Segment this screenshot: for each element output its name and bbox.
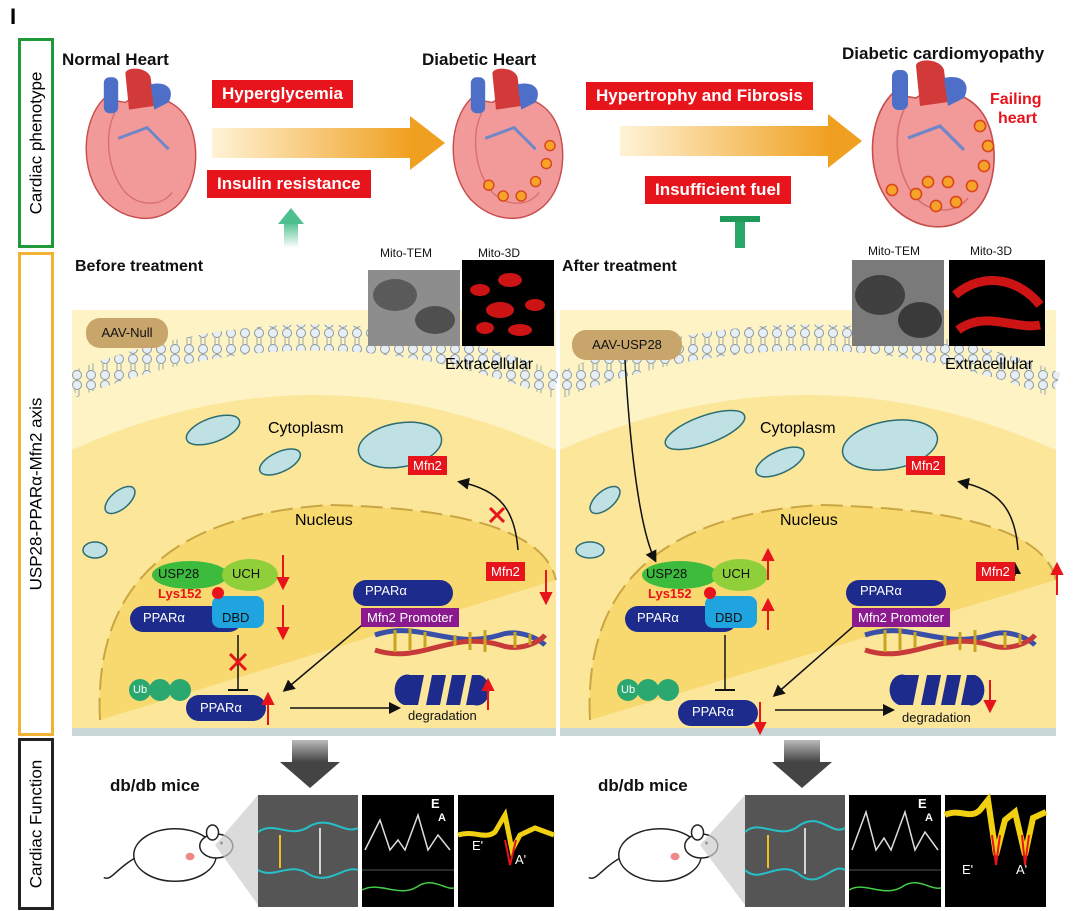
right-doppler-echo xyxy=(848,795,942,907)
before-ppara-label: PPARα xyxy=(143,610,185,625)
after-lys152-label: Lys152 xyxy=(648,586,692,601)
after-ub-label: Ub xyxy=(621,684,636,696)
mechanism-graphics xyxy=(67,260,1064,736)
after-mito-tem-image xyxy=(852,260,944,346)
green-up-arrow xyxy=(278,208,304,248)
left-mouse-image xyxy=(103,824,234,882)
failing-heart-image xyxy=(870,58,996,229)
aav-usp28-pill: AAV-USP28 xyxy=(572,330,682,360)
panel-letter: I xyxy=(10,4,17,29)
before-lys152-label: Lys152 xyxy=(158,586,202,601)
before-mito-tem-image xyxy=(368,270,460,346)
before-uch-label: UCH xyxy=(232,566,261,581)
right-tissue-doppler xyxy=(943,792,1048,907)
hypertrophy-label: Hypertrophy and Fibrosis xyxy=(586,82,813,110)
left-tissue-doppler xyxy=(457,795,555,907)
after-ppara-promoter-label: PPARα xyxy=(860,583,902,598)
heart-word: heart xyxy=(998,110,1038,127)
left-a-prime-label: A' xyxy=(515,852,527,867)
failing-heart-label: Failing heart xyxy=(990,90,1042,128)
normal-heart-title: Normal Heart xyxy=(62,50,169,69)
mice-right-label: db/db mice xyxy=(598,776,688,795)
gray-down-arrow-right xyxy=(772,740,832,788)
before-degradation-label: degradation xyxy=(408,708,477,723)
before-mfn2-mito-box: Mfn2 xyxy=(408,456,447,475)
right-e-label: E xyxy=(918,796,927,811)
after-degradation-label: degradation xyxy=(902,710,971,725)
green-inhibition-bar xyxy=(720,216,760,248)
left-e-label: E xyxy=(431,796,440,811)
right-a-prime-label: A' xyxy=(1016,862,1028,877)
arrow-diabetic-to-failing xyxy=(620,114,862,168)
insulin-resistance-label: Insulin resistance xyxy=(207,170,371,198)
before-treatment-title: Before treatment xyxy=(75,258,204,275)
left-zoom-cone xyxy=(215,795,258,905)
after-mfn2-mito-box: Mfn2 xyxy=(906,456,945,475)
gray-down-arrow-left xyxy=(280,740,340,788)
after-mito-3d-label: Mito-3D xyxy=(970,244,1013,258)
diabetic-heart-title: Diabetic Heart xyxy=(422,50,537,69)
right-e-prime-label: E' xyxy=(962,862,974,877)
before-mito-3d-image xyxy=(462,260,554,346)
after-treatment-title: After treatment xyxy=(562,258,677,275)
after-mfn2-box: Mfn2 xyxy=(976,562,1015,581)
insufficient-fuel-label: Insufficient fuel xyxy=(645,176,791,204)
after-ppara-bottom-label: PPARα xyxy=(692,704,734,719)
right-a-label: A xyxy=(925,812,933,824)
before-usp28-label: USP28 xyxy=(158,566,200,581)
after-dbd-label: DBD xyxy=(715,610,743,625)
before-mfn2-box: Mfn2 xyxy=(486,562,525,581)
before-dbd-label: DBD xyxy=(222,610,250,625)
right-mouse-image xyxy=(588,824,719,882)
aav-null-pill: AAV-Null xyxy=(86,318,168,348)
after-mito-tem-label: Mito-TEM xyxy=(868,244,920,258)
after-mito-3d-image xyxy=(949,260,1045,346)
before-mfn2-promoter-box: Mfn2 Promoter xyxy=(361,608,459,627)
cardiac-function-box: Cardiac Function xyxy=(18,738,54,910)
left-a-label: A xyxy=(438,812,446,824)
before-ppara-bottom-label: PPARα xyxy=(200,700,242,715)
after-ppara-label: PPARα xyxy=(637,610,679,625)
before-cytoplasm-label: Cytoplasm xyxy=(268,420,344,437)
right-mmode-echo xyxy=(744,795,846,907)
after-usp28-label: USP28 xyxy=(646,566,688,581)
after-cell xyxy=(555,310,1064,736)
cardiac-phenotype-box: Cardiac phenotype xyxy=(18,38,54,248)
hyperglycemia-label: Hyperglycemia xyxy=(212,80,353,108)
phenotype-graphics xyxy=(84,58,996,248)
before-ppara-promoter-label: PPARα xyxy=(365,583,407,598)
cardiomyopathy-title: Diabetic cardiomyopathy xyxy=(842,44,1045,63)
before-cell xyxy=(67,310,561,736)
right-zoom-cone xyxy=(700,795,745,905)
left-doppler-echo xyxy=(361,795,455,907)
after-cytoplasm-label: Cytoplasm xyxy=(760,420,836,437)
left-e-prime-label: E' xyxy=(472,838,484,853)
before-mito-3d-label: Mito-3D xyxy=(478,246,521,260)
before-ub-label: Ub xyxy=(133,684,148,696)
before-extracellular-label: Extracellular xyxy=(445,356,534,373)
after-nucleus-label: Nucleus xyxy=(780,512,838,529)
diabetic-heart-image xyxy=(451,67,565,220)
failing-word: Failing xyxy=(990,91,1042,108)
arrow-normal-to-diabetic xyxy=(212,116,445,170)
after-uch-label: UCH xyxy=(722,566,751,581)
function-graphics xyxy=(103,740,1048,907)
before-mito-tem-label: Mito-TEM xyxy=(380,246,432,260)
before-nucleus-label: Nucleus xyxy=(295,512,353,529)
mice-left-label: db/db mice xyxy=(110,776,200,795)
after-extracellular-label: Extracellular xyxy=(945,356,1034,373)
left-mmode-echo xyxy=(257,795,359,907)
after-mfn2-promoter-box: Mfn2 Promoter xyxy=(852,608,950,627)
normal-heart-image xyxy=(84,67,198,220)
axis-box: USP28-PPARα-Mfn2 axis xyxy=(18,252,54,736)
